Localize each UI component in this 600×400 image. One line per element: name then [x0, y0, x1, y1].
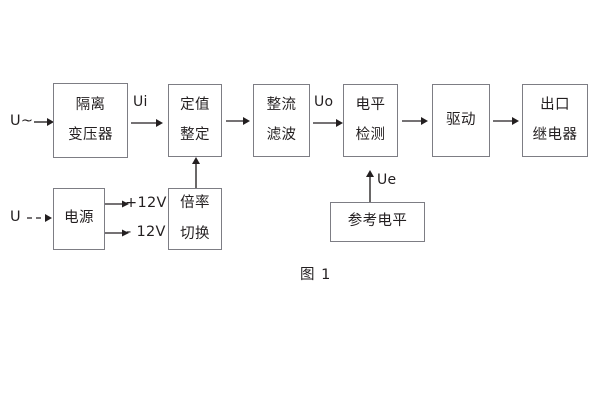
- block-line: 切换: [180, 225, 210, 242]
- block-line: 定值: [180, 96, 210, 113]
- arrow-rectify-to-level: [313, 119, 343, 127]
- dc-input-arrow: [27, 214, 52, 222]
- signal-ue-label: Ue: [377, 172, 397, 188]
- arrow-isolation-to-setting: [131, 119, 163, 127]
- block-line: 出口: [540, 96, 570, 113]
- block-line: 隔离: [75, 96, 106, 113]
- signal-ui-label: Ui: [133, 94, 148, 110]
- block-line: 整定: [180, 127, 210, 143]
- block-line: 滤波: [266, 127, 297, 143]
- block-output-relay: 出口 继电器: [522, 84, 588, 157]
- block-line: 整流: [266, 96, 297, 113]
- ac-input-label: U~: [10, 113, 34, 129]
- block-line: 驱动: [446, 111, 476, 128]
- block-line: 继电器: [532, 127, 578, 143]
- rail-positive-label: +12V: [125, 195, 167, 211]
- rail-negative-label: - 12V: [126, 224, 166, 240]
- figure-caption: 图 1: [300, 267, 332, 283]
- block-reference-level: 参考电平: [330, 202, 425, 242]
- block-multiplier-switch: 倍率 切换: [168, 188, 222, 250]
- arrow-reference-to-level: [366, 170, 374, 202]
- arrow-rail-negative: [105, 229, 129, 237]
- block-setting-value: 定值 整定: [168, 84, 222, 157]
- block-drive: 驱动: [432, 84, 490, 157]
- arrow-multiplier-to-setting: [192, 157, 200, 188]
- block-line: 倍率: [180, 195, 210, 212]
- arrow-level-to-drive: [402, 117, 428, 125]
- block-isolation-transformer: 隔离 变压器: [53, 83, 128, 158]
- ac-input-arrow: [34, 118, 54, 126]
- block-line: 参考电平: [347, 213, 408, 230]
- dc-input-label: U: [10, 209, 21, 225]
- block-line: 变压器: [68, 127, 113, 143]
- block-level-detection: 电平 检测: [343, 84, 398, 157]
- block-rectify-filter: 整流 滤波: [253, 84, 310, 157]
- arrow-setting-to-rectify: [226, 117, 250, 125]
- arrow-drive-to-relay: [493, 117, 519, 125]
- block-power-supply: 电源: [53, 188, 105, 250]
- signal-uo-label: Uo: [314, 94, 334, 110]
- block-line: 检测: [355, 127, 386, 143]
- block-line: 电源: [64, 210, 94, 227]
- arrow-rail-positive: [105, 200, 129, 208]
- block-line: 电平: [355, 96, 386, 113]
